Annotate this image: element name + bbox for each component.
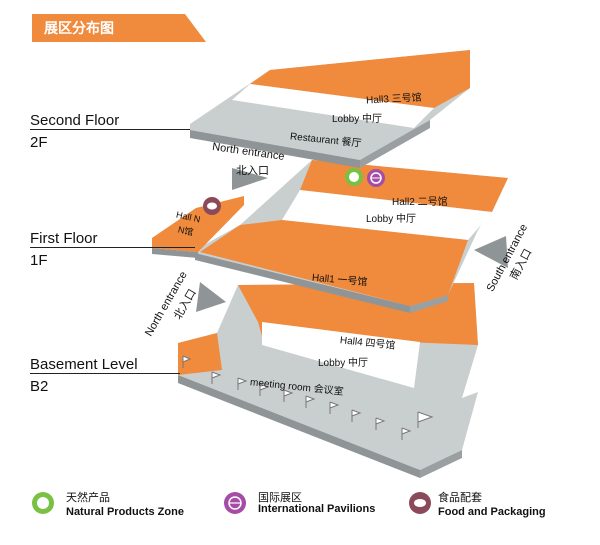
legend-natural-icon: [32, 492, 54, 514]
1f-lobby-label: Lobby 中厅: [366, 214, 417, 225]
map-title: 展区分布图: [44, 21, 114, 37]
south-entrance-arrow: [474, 236, 508, 268]
basement-code: B2: [30, 378, 49, 395]
north-entrance-2f-arrow: [232, 168, 268, 190]
1f-lobby-block: [282, 190, 492, 240]
legend-food-icon: [409, 492, 431, 514]
meeting-room-flags: [182, 355, 434, 440]
hall2-label: Hall2 二号馆: [392, 197, 448, 208]
b2-corner-orange: [178, 333, 222, 375]
2f-lobby-block: [232, 84, 434, 128]
legend-natural-en: Natural Products Zone: [66, 506, 184, 518]
second-floor-label: Second Floor: [30, 112, 120, 129]
north-entrance-b2-arrow: [196, 282, 226, 312]
hall-n-block: [152, 196, 244, 252]
hall3-block: [250, 50, 470, 108]
basement-floor: [178, 283, 478, 478]
legend-natural-cn: 天然产品: [66, 491, 110, 504]
basement-line: [30, 373, 180, 374]
legend-international-en: International Pavilions: [258, 503, 376, 515]
natural-products-icon: [345, 168, 363, 186]
first-floor-line: [30, 247, 195, 248]
food-packaging-icon: [203, 197, 221, 215]
b2-lobby-label: Lobby 中厅: [318, 358, 369, 369]
first-floor: [152, 160, 508, 313]
b2-lobby-block: [262, 322, 420, 388]
legend-food-en: Food and Packaging: [438, 506, 546, 518]
international-pavilions-icon: [367, 169, 385, 187]
legend-international-cn: 国际展区: [258, 491, 302, 504]
legend-food-cn: 食品配套: [438, 491, 482, 504]
title-tab: [32, 14, 206, 42]
second-floor-line: [30, 129, 190, 130]
north-entrance-2f-label-2: 北入口: [236, 165, 269, 177]
2f-lobby-label: Lobby 中厅: [332, 114, 383, 125]
basement-label: Basement Level: [30, 356, 138, 373]
second-floor: [190, 50, 470, 168]
second-floor-code: 2F: [30, 134, 48, 151]
first-floor-label: First Floor: [30, 230, 98, 247]
hall3-label: Hall3 三号馆: [365, 92, 422, 107]
hall1-block: [200, 220, 468, 306]
legend-international-icon: [224, 492, 246, 514]
first-floor-code: 1F: [30, 252, 48, 269]
